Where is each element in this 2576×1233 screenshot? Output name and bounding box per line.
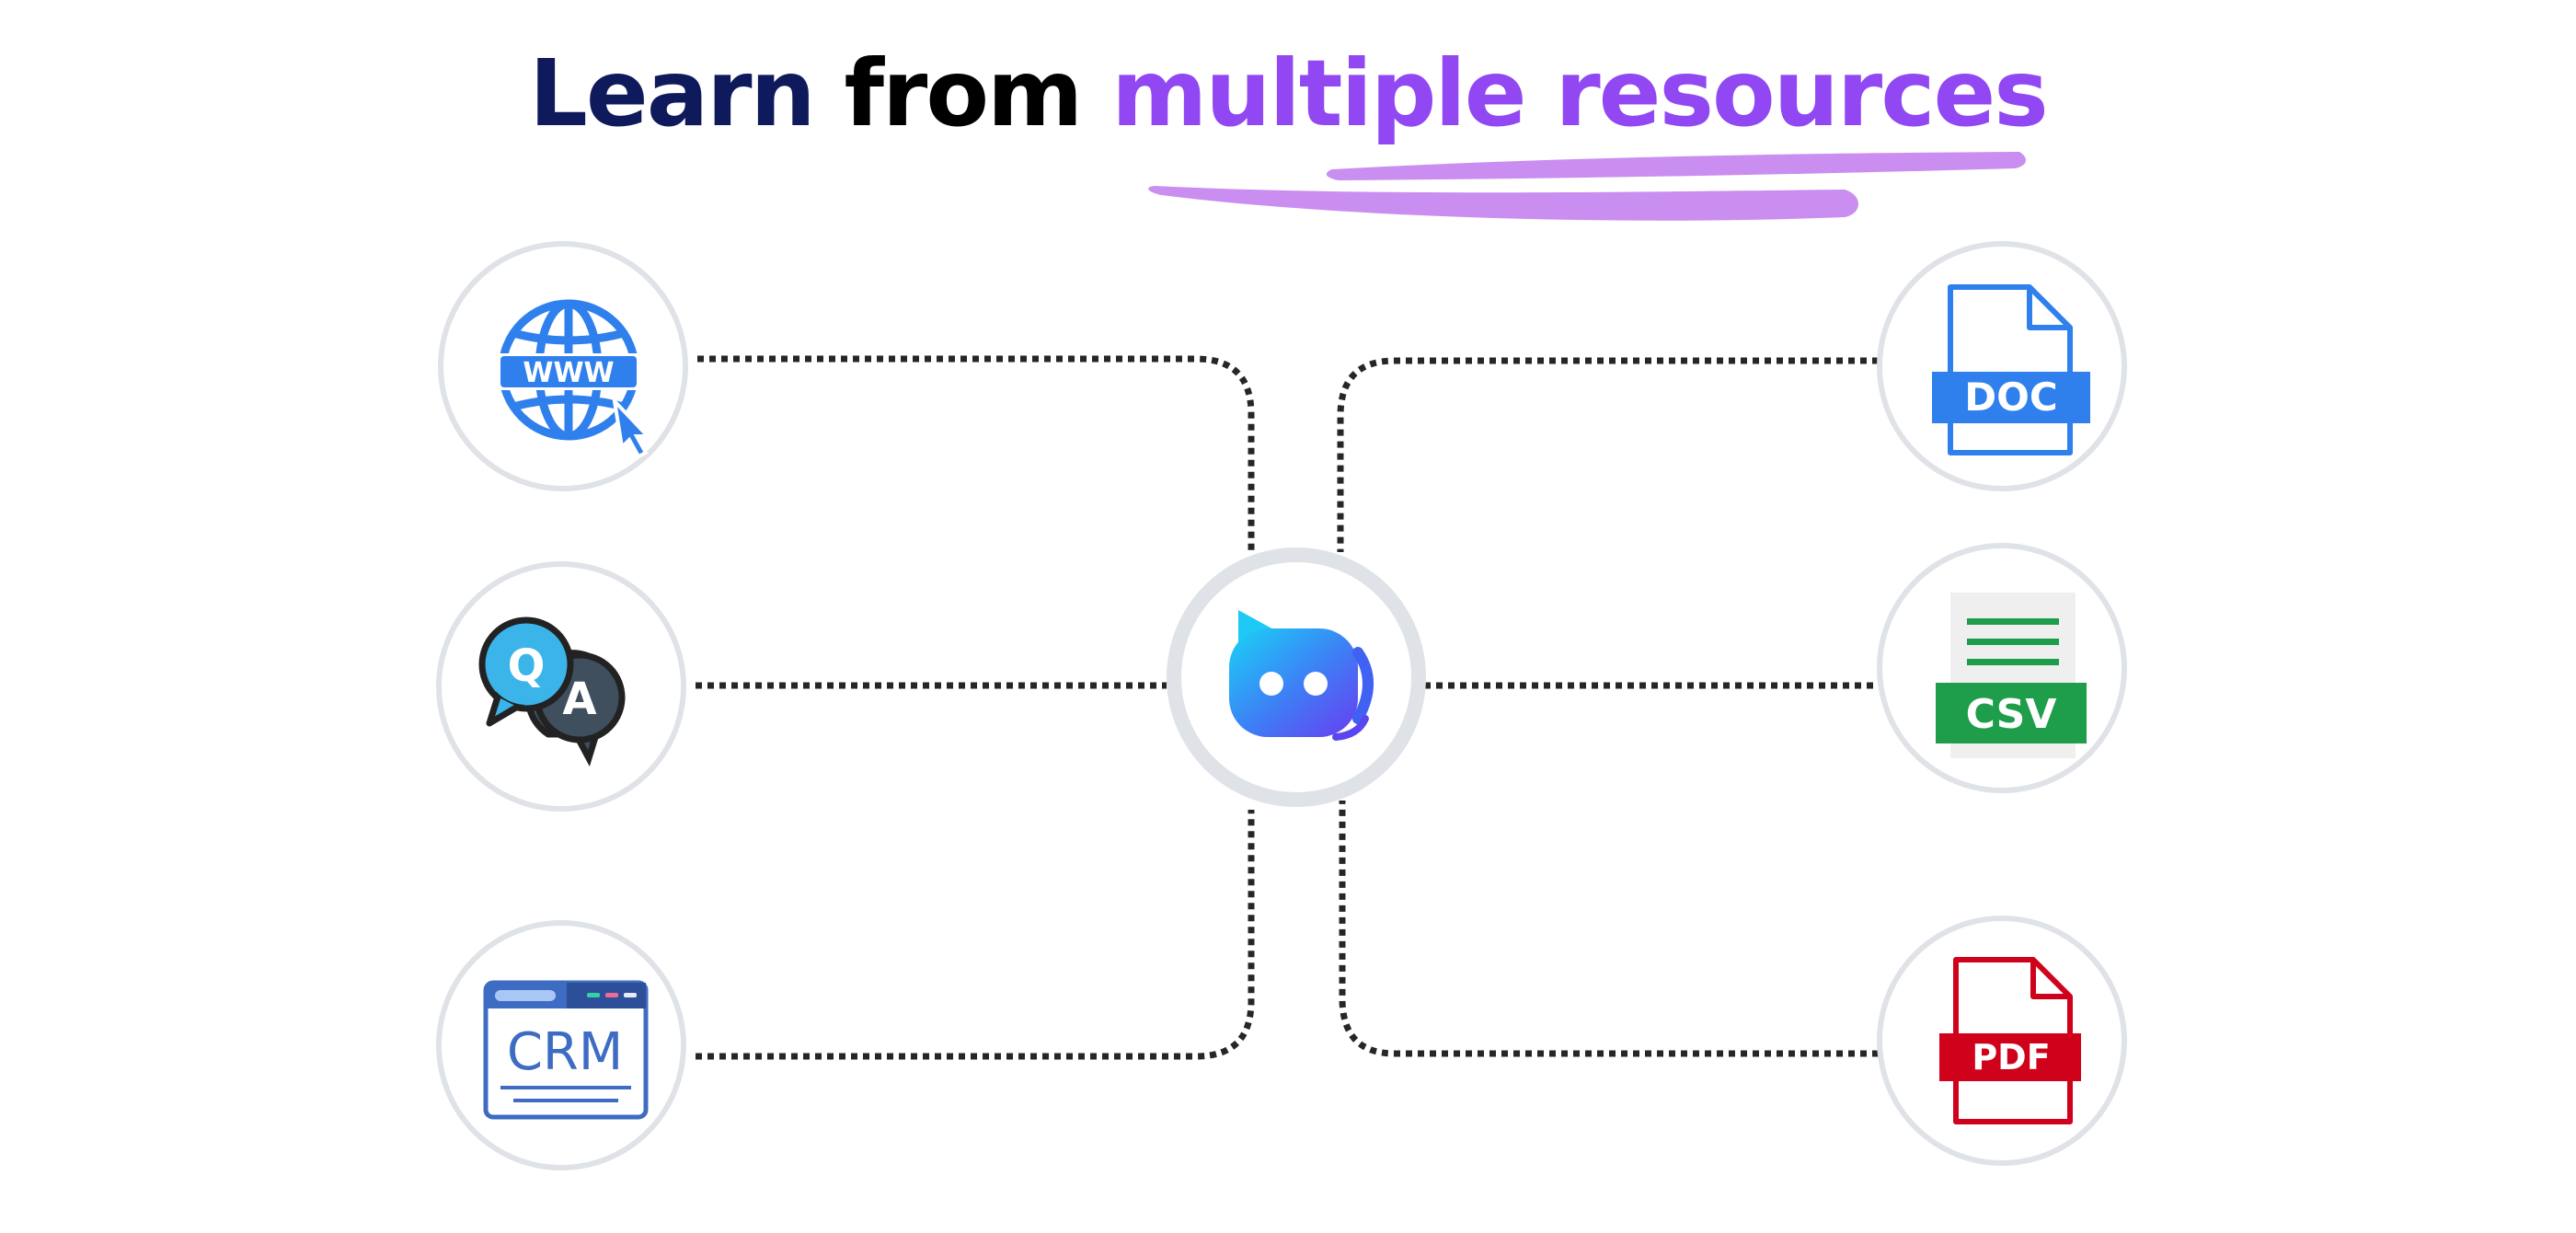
source-doc[interactable]: DOC [1877,241,2127,491]
doc-file-icon: DOC [1932,284,2090,455]
title-underline-brush [1148,152,2026,221]
www-label: WWW [523,357,614,389]
source-csv[interactable]: CSV [1877,543,2127,793]
pdf-file-icon: PDF [1939,957,2081,1124]
crm-label: CRM [507,1022,623,1082]
q-label: Q [508,640,546,692]
title-word-from: from [844,40,1084,147]
qa-bubbles-icon: A Q [478,616,626,767]
chatbot-icon [1229,610,1374,741]
source-pdf[interactable]: PDF [1877,916,2127,1166]
page-title: Learn from multiple resources [0,39,2576,149]
line-pdf [1339,801,1879,1057]
crm-window-icon: CRM [483,980,649,1120]
source-crm[interactable]: CRM [436,920,686,1170]
source-website[interactable]: WWW [438,241,688,491]
source-qa[interactable]: A Q [436,561,686,812]
www-globe-icon: WWW [493,299,652,459]
line-crm [696,810,1255,1060]
chatbot-hub[interactable] [1167,547,1426,807]
doc-label: DOC [1964,375,2057,420]
pdf-label: PDF [1972,1037,2050,1077]
line-doc [1337,357,1879,552]
title-highlight: multiple resources [1111,40,2049,147]
title-word-learn: Learn [529,40,816,147]
csv-file-icon: CSV [1936,593,2087,758]
line-website [697,355,1255,552]
csv-label: CSV [1966,691,2057,738]
